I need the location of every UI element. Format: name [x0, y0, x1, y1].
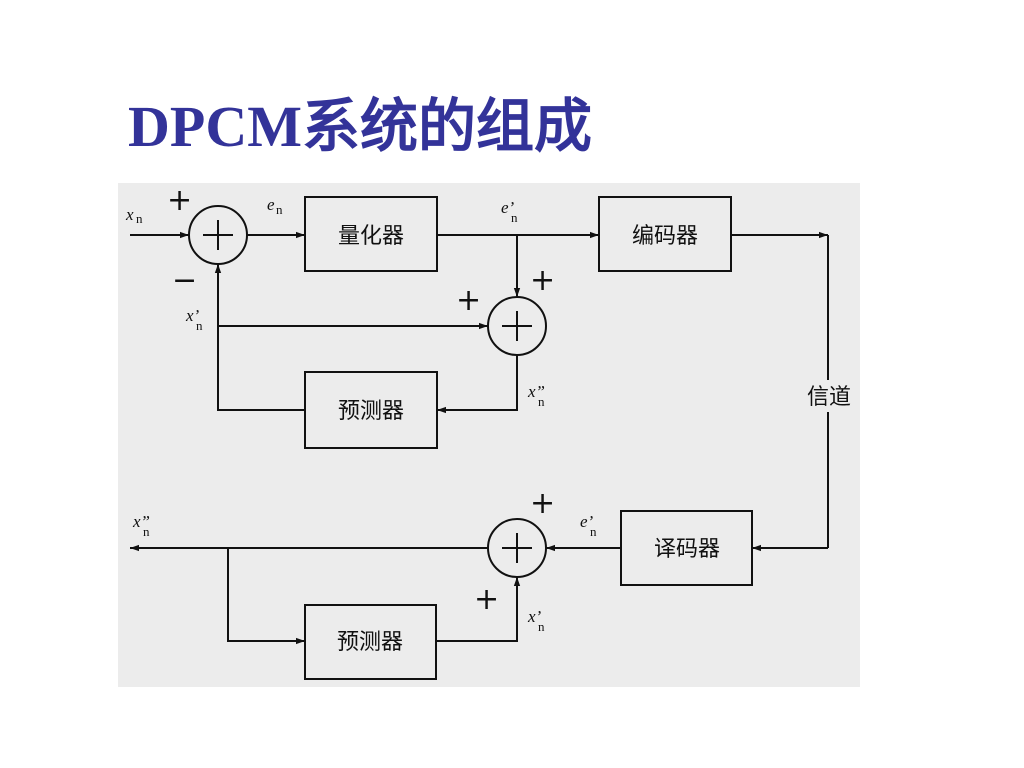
sum3-plus-top-sign: +: [530, 486, 555, 521]
xprime-n-label: x’: [185, 306, 200, 325]
wire-predictor-to-sum3: [436, 577, 521, 642]
decoder-xprime-sub: n: [538, 619, 545, 634]
decoder-xprime-label: x’: [527, 607, 542, 626]
channel-label: 信道: [807, 385, 851, 410]
xprime-n-sub: n: [196, 318, 203, 333]
sum1-minus-sign: −: [172, 263, 197, 298]
page-title: DPCM系统的组成: [128, 94, 592, 159]
coder-label: 编码器: [632, 224, 698, 249]
encoder-predictor-label: 预测器: [338, 399, 404, 424]
en-sub: n: [276, 202, 283, 217]
eprime-n-sub: n: [511, 210, 518, 225]
output-xdprime-sub: n: [143, 524, 150, 539]
quantizer-label: 量化器: [338, 224, 404, 249]
decoder-label: 译码器: [654, 537, 720, 562]
input-xn-label: x: [125, 205, 134, 224]
sum1-plus-sign: +: [167, 183, 192, 218]
xdprime-n-label: x”: [527, 382, 545, 401]
output-xdprime-label: x”: [132, 512, 150, 531]
sum3-plus-bottom-sign: +: [474, 582, 499, 617]
decoder-eprime-sub: n: [590, 524, 597, 539]
input-xn-sub: n: [136, 211, 143, 226]
decoder-eprime-label: e’: [580, 512, 594, 531]
xdprime-n-sub: n: [538, 394, 545, 409]
en-label: e: [267, 195, 275, 214]
sum2-plus-top-sign: +: [530, 263, 555, 298]
diagram-panel: [118, 183, 860, 687]
sum2-plus-left-sign: +: [456, 283, 481, 318]
wire-output-to-predictor: [227, 548, 305, 645]
wire-predictor-to-sum1: [214, 264, 305, 411]
eprime-n-label: e’: [501, 198, 515, 217]
decoder-predictor-label: 预测器: [337, 630, 403, 655]
wire-sum2-to-predictor: [437, 355, 518, 414]
